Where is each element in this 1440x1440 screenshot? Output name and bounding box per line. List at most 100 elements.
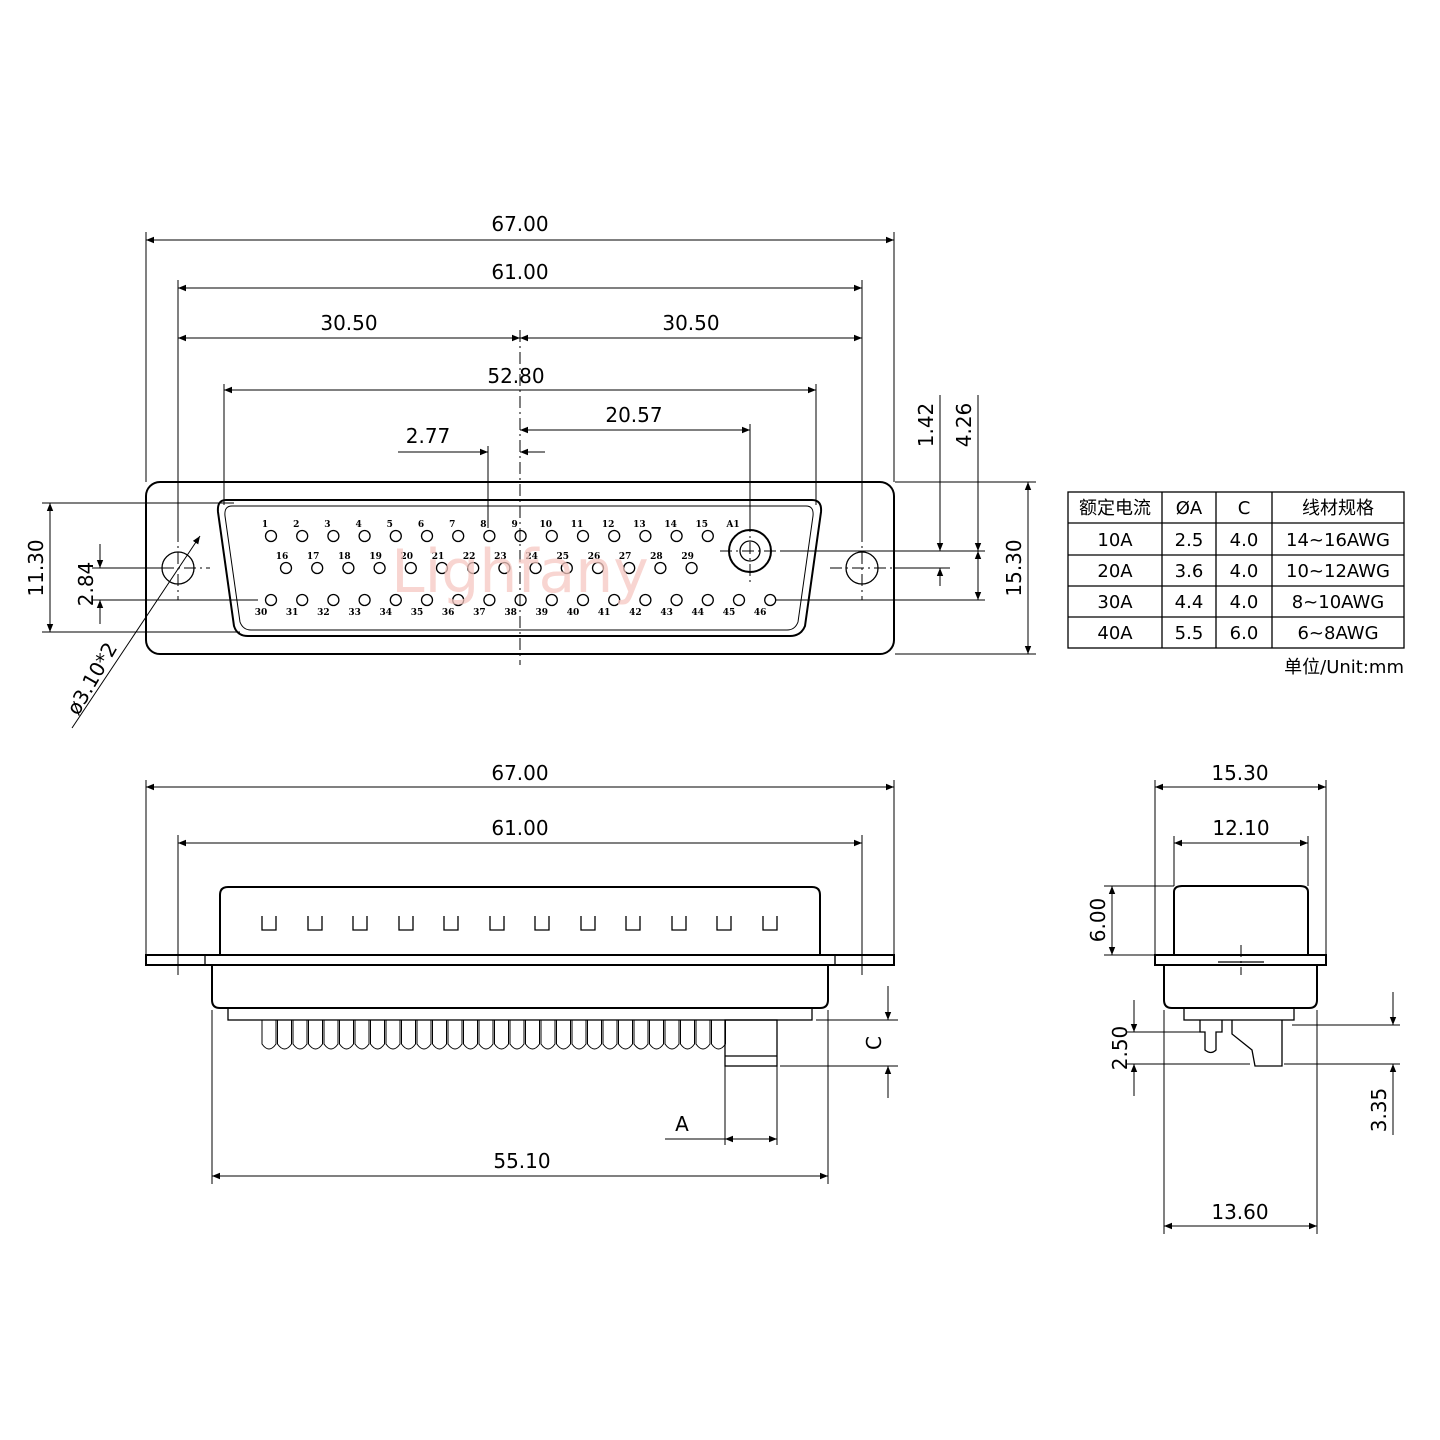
- pin-hole-24: [529, 561, 542, 575]
- pin-hole-30: [264, 593, 278, 607]
- solder-cup: [447, 1020, 463, 1050]
- side-view: 15.30 12.10 6.00 2.50 3.35 13.60: [1086, 761, 1400, 1234]
- pin-label-40: 40: [567, 608, 580, 618]
- table-header-cell: 线材规格: [1302, 498, 1374, 519]
- dim-side-335: 3.35: [1367, 1088, 1391, 1133]
- table-cell: 4.0: [1230, 561, 1259, 582]
- solder-cup: [509, 1020, 525, 1050]
- pin-hole-20: [404, 561, 417, 575]
- pin-label-10: 10: [540, 520, 553, 530]
- pin-hole-7: [452, 529, 465, 543]
- pin-label-33: 33: [348, 608, 361, 618]
- pin-label-21: 21: [432, 552, 445, 562]
- pin-hole-15: [701, 529, 714, 543]
- dim-front-1530: 15.30: [1002, 539, 1026, 596]
- pin-label-42: 42: [629, 608, 642, 618]
- solder-cup: [711, 1020, 726, 1050]
- pin-label-26: 26: [588, 552, 601, 562]
- pin-hole-29: [685, 561, 698, 575]
- pin-label-24: 24: [525, 552, 538, 562]
- bottom-body: [211, 965, 829, 1009]
- pin-label-16: 16: [276, 552, 289, 562]
- table-cell: 10A: [1097, 530, 1133, 551]
- table-header-cell: 额定电流: [1079, 498, 1151, 519]
- pin-label-14: 14: [664, 520, 677, 530]
- solder-cup: [633, 1020, 649, 1050]
- pin-label-31: 31: [286, 608, 299, 618]
- pin-label-35: 35: [411, 608, 424, 618]
- solder-cup: [540, 1020, 556, 1050]
- table-cell: 10~12AWG: [1286, 561, 1390, 582]
- pin-hole-44: [701, 593, 714, 607]
- pin-hole-14: [670, 529, 683, 543]
- pin-label-9: 9: [511, 520, 517, 530]
- pin-hole-34: [389, 593, 402, 607]
- solder-cups: [261, 1020, 726, 1050]
- pin-hole-13: [639, 529, 652, 543]
- bottom-shell-top: [219, 886, 821, 955]
- dim-front-hole: ø3.10*2: [62, 638, 123, 719]
- solder-cup: [680, 1020, 695, 1050]
- pin-label-28: 28: [650, 552, 663, 562]
- dim-bottom-61: 61.00: [491, 816, 548, 840]
- pin-label-29: 29: [681, 552, 694, 562]
- dim-side-1530: 15.30: [1211, 761, 1268, 785]
- solder-cup: [525, 1020, 540, 1050]
- pin-hole-42: [639, 593, 652, 607]
- pin-label-A1: A1: [725, 520, 739, 530]
- pin-label-18: 18: [338, 552, 351, 562]
- dim-front-2057: 20.57: [605, 403, 662, 427]
- solder-cup: [385, 1020, 401, 1050]
- pin-hole-8: [483, 529, 496, 543]
- pin-label-8: 8: [480, 520, 486, 530]
- solder-cup: [571, 1020, 587, 1050]
- solder-cup: [602, 1020, 618, 1050]
- pin-hole-39: [545, 593, 558, 607]
- dim-side-1210: 12.10: [1212, 816, 1269, 840]
- table-unit: 单位/Unit:mm: [1284, 657, 1404, 678]
- pin-hole-40: [576, 593, 590, 607]
- solder-cup: [339, 1020, 354, 1050]
- solder-cup: [494, 1020, 509, 1050]
- dim-side-250: 2.50: [1108, 1026, 1132, 1071]
- pin-label-15: 15: [696, 520, 709, 530]
- pin-label-37: 37: [473, 608, 486, 618]
- pin-label-45: 45: [723, 608, 736, 618]
- table-cell: 5.5: [1175, 623, 1204, 644]
- pin-label-34: 34: [380, 608, 393, 618]
- pin-hole-9: [514, 529, 527, 543]
- pin-hole-28: [654, 561, 667, 575]
- pin-label-20: 20: [401, 552, 414, 562]
- table-cell: 3.6: [1175, 561, 1204, 582]
- dim-bottom-67: 67.00: [491, 761, 548, 785]
- pin-label-43: 43: [660, 608, 673, 618]
- dim-side-1360: 13.60: [1211, 1200, 1268, 1224]
- dim-front-142: 1.42: [914, 403, 938, 448]
- table-header-cell: C: [1238, 498, 1251, 519]
- pin-hole-17: [311, 561, 324, 575]
- solder-cup: [478, 1020, 494, 1050]
- pin-hole-32: [327, 593, 340, 607]
- pin-hole-38: [514, 593, 527, 607]
- dim-front-3050-right: 30.50: [662, 311, 719, 335]
- pin-label-19: 19: [369, 552, 382, 562]
- pin-hole-21: [435, 561, 449, 575]
- pin-label-32: 32: [317, 608, 330, 618]
- pin-label-46: 46: [754, 608, 767, 618]
- pin-label-5: 5: [387, 520, 393, 530]
- dim-front-61: 61.00: [491, 260, 548, 284]
- pin-label-25: 25: [557, 552, 570, 562]
- pin-hole-16: [279, 561, 293, 575]
- solder-cup: [323, 1020, 339, 1050]
- table-cell: 6.0: [1230, 623, 1259, 644]
- pin-label-23: 23: [494, 552, 507, 562]
- pin-hole-4: [358, 529, 371, 543]
- dim-front-5280: 52.80: [487, 364, 544, 388]
- pin-hole-36: [452, 593, 465, 607]
- pin-label-22: 22: [463, 552, 476, 562]
- pin-label-7: 7: [449, 520, 455, 530]
- pin-label-6: 6: [418, 520, 424, 530]
